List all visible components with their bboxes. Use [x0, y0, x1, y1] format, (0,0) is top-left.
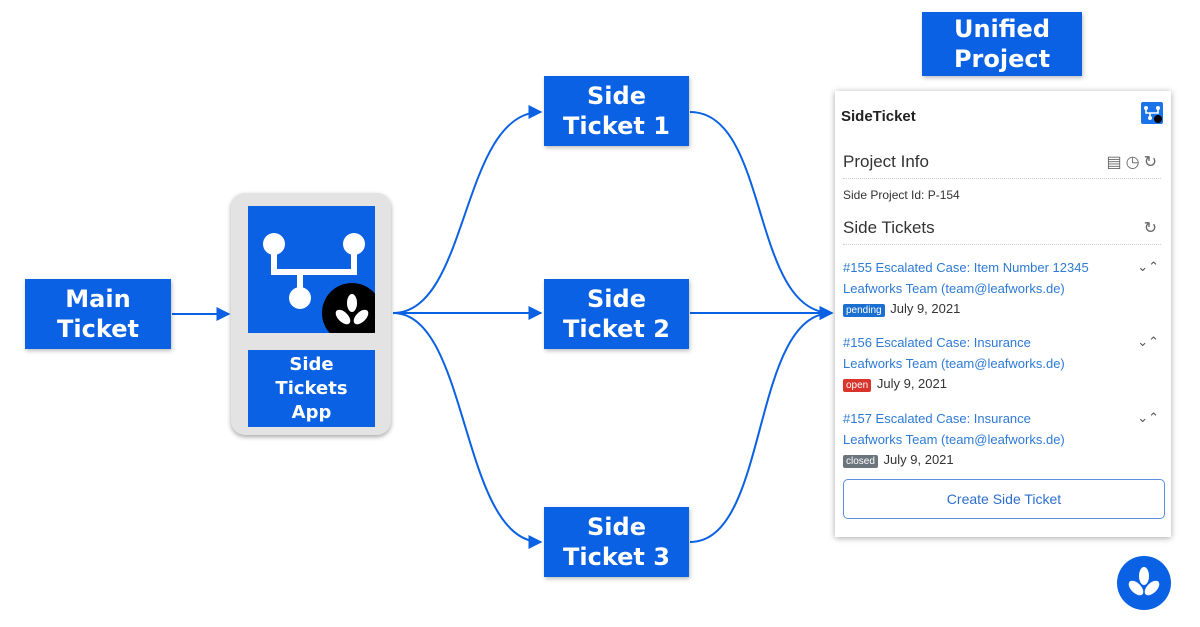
- side-ticket-2-line2: Ticket 2: [563, 315, 670, 343]
- unified-project-line2: Project: [953, 45, 1051, 73]
- status-badge: open: [843, 379, 872, 392]
- side-ticket-3-node: Side Ticket 3: [544, 507, 689, 577]
- side-ticket-1-line2: Ticket 1: [563, 112, 670, 140]
- expand-collapse-icons[interactable]: ⌄⌃: [1137, 259, 1159, 274]
- refresh-icon[interactable]: ↻: [1143, 220, 1161, 237]
- expand-collapse-icons[interactable]: ⌄⌃: [1137, 410, 1159, 425]
- app-name-line2: Tickets: [275, 377, 348, 399]
- side-ticket-2-node: Side Ticket 2: [544, 279, 689, 349]
- panel-title: SideTicket: [841, 108, 916, 125]
- unified-project-node: Unified Project: [922, 12, 1082, 76]
- project-info-title: Project Info: [843, 152, 929, 171]
- document-icon[interactable]: ▤: [1106, 154, 1126, 171]
- branch-icon: [263, 233, 375, 333]
- ticket-status-row: pending July 9, 2021: [843, 301, 1161, 317]
- ticket-item[interactable]: #157 Escalated Case: Insurance Leafworks…: [843, 408, 1161, 468]
- side-tickets-actions: ↻: [1144, 218, 1161, 238]
- app-logo-icon: [1141, 102, 1163, 124]
- ticket-team[interactable]: Leafworks Team (team@leafworks.de): [843, 356, 1065, 371]
- side-tickets-app-card: Side Tickets App: [231, 193, 391, 435]
- leaf-logo-icon: [1117, 556, 1171, 610]
- leaf-icon: [335, 294, 369, 325]
- main-ticket-line1: Main: [65, 285, 131, 313]
- app-name-label: Side Tickets App: [248, 350, 375, 427]
- ticket-date: July 9, 2021: [890, 301, 961, 316]
- main-ticket-node: Main Ticket: [25, 279, 171, 349]
- side-ticket-1-line1: Side: [587, 82, 646, 110]
- ticket-title[interactable]: #155 Escalated Case: Item Number 12345: [843, 260, 1089, 275]
- refresh-icon[interactable]: ↻: [1143, 154, 1161, 171]
- side-ticket-1-node: Side Ticket 1: [544, 76, 689, 146]
- side-ticket-3-line1: Side: [587, 513, 646, 541]
- side-ticket-3-line2: Ticket 3: [563, 543, 670, 571]
- ticket-status-row: open July 9, 2021: [843, 376, 1161, 392]
- ticket-date: July 9, 2021: [876, 376, 947, 391]
- expand-collapse-icons[interactable]: ⌄⌃: [1137, 334, 1159, 349]
- arrow-app-to-side3: [392, 312, 543, 549]
- ticket-team[interactable]: Leafworks Team (team@leafworks.de): [843, 432, 1065, 447]
- ticket-status-row: closed July 9, 2021: [843, 452, 1161, 468]
- arrow-side3-to-project: [689, 306, 834, 543]
- project-info-actions: ▤◷↻: [1107, 152, 1162, 172]
- ticket-date: July 9, 2021: [883, 452, 954, 467]
- ticket-team[interactable]: Leafworks Team (team@leafworks.de): [843, 281, 1065, 296]
- side-project-id: Side Project Id: P-154: [843, 188, 960, 202]
- sideticket-panel: SideTicket Project Info ▤◷↻ Side Project…: [835, 91, 1171, 537]
- ticket-item[interactable]: #156 Escalated Case: Insurance Leafworks…: [843, 332, 1161, 392]
- app-name-line3: App: [291, 401, 332, 423]
- ticket-title[interactable]: #156 Escalated Case: Insurance: [843, 335, 1031, 350]
- app-name-line1: Side: [289, 353, 334, 375]
- arrow-app-to-side1: [392, 105, 543, 314]
- side-tickets-title: Side Tickets: [843, 218, 935, 237]
- side-ticket-2-line1: Side: [587, 285, 646, 313]
- unified-project-line1: Unified: [953, 15, 1051, 43]
- status-badge: closed: [843, 455, 878, 468]
- side-tickets-header: Side Tickets ↻: [843, 218, 1161, 245]
- status-badge: pending: [843, 304, 885, 317]
- history-icon[interactable]: ◷: [1125, 154, 1144, 171]
- ticket-title[interactable]: #157 Escalated Case: Insurance: [843, 411, 1031, 426]
- create-side-ticket-button[interactable]: Create Side Ticket: [843, 479, 1165, 519]
- project-info-header: Project Info ▤◷↻: [843, 152, 1161, 179]
- app-icon: [248, 206, 375, 333]
- main-ticket-line2: Ticket: [57, 315, 139, 343]
- arrow-side1-to-project: [689, 111, 834, 320]
- ticket-item[interactable]: #155 Escalated Case: Item Number 12345 L…: [843, 257, 1161, 317]
